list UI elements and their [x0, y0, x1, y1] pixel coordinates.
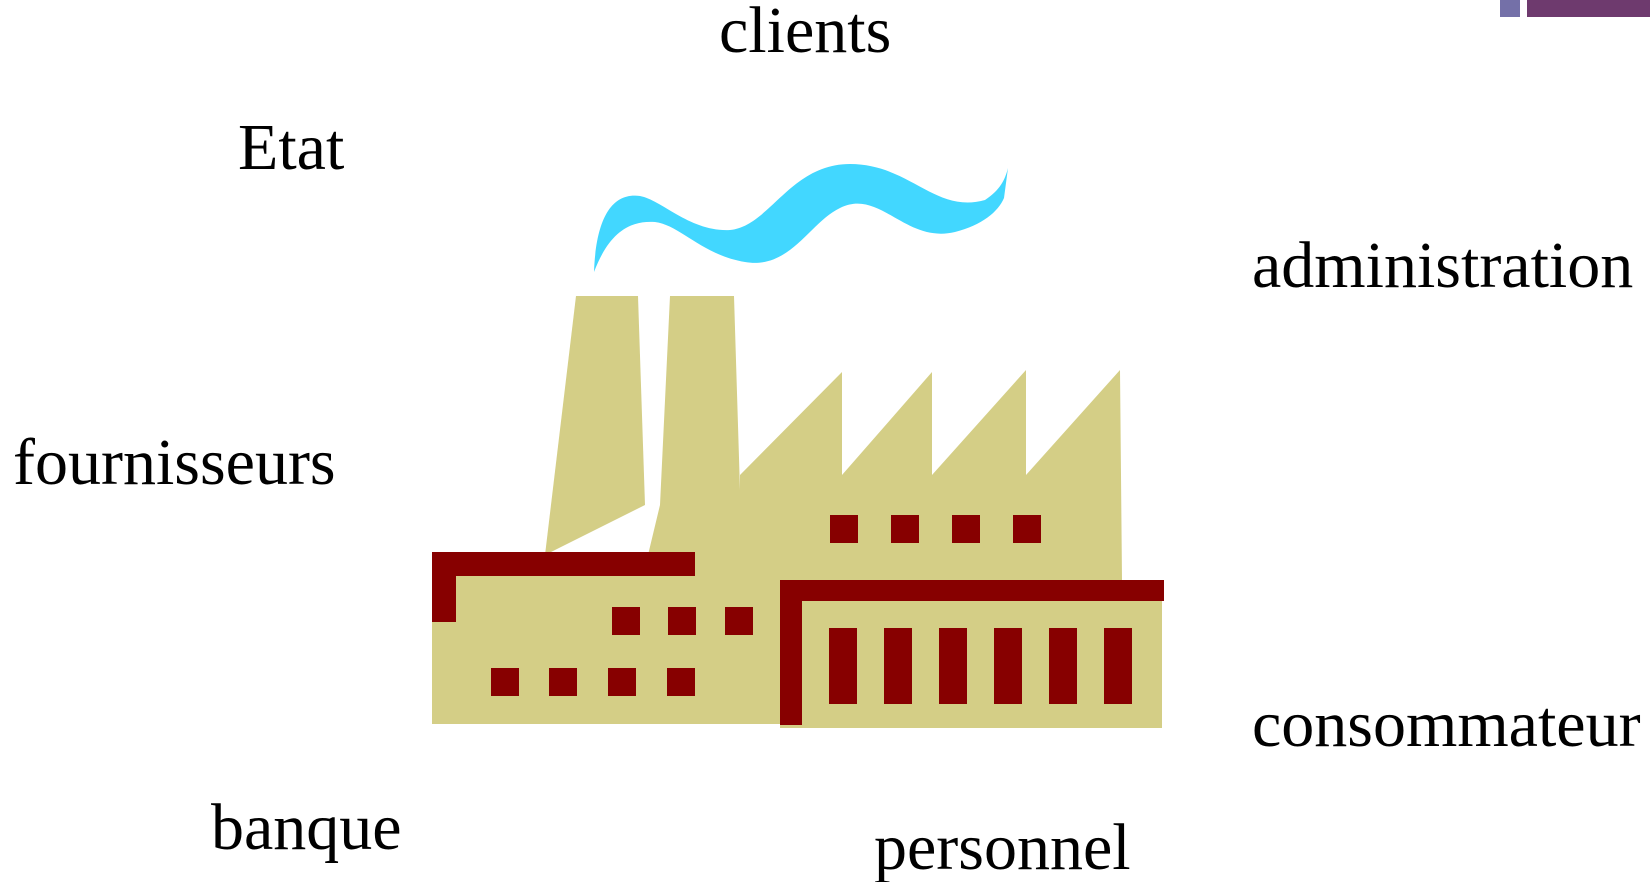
label-personnel: personnel: [874, 811, 1131, 882]
label-consommateur: consommateur: [1252, 688, 1641, 761]
chimney-left: [545, 296, 645, 555]
sawtooth-roof: [740, 370, 1122, 580]
chimney-right: [648, 296, 742, 555]
label-banque: banque: [211, 791, 402, 864]
left-building-trim: [432, 552, 695, 622]
smoke-icon: [594, 164, 1008, 272]
left-building-windows: [491, 607, 753, 696]
upper-windows: [830, 515, 1041, 543]
right-building-trim: [780, 580, 1164, 725]
corner-accent-small: [1500, 0, 1520, 17]
label-fournisseurs: fournisseurs: [13, 426, 336, 499]
right-building-windows: [829, 628, 1132, 704]
corner-accent-large: [1527, 0, 1650, 17]
label-etat: Etat: [238, 111, 345, 184]
label-clients: clients: [719, 0, 892, 67]
left-building: [432, 552, 787, 724]
label-administration: administration: [1252, 229, 1634, 302]
